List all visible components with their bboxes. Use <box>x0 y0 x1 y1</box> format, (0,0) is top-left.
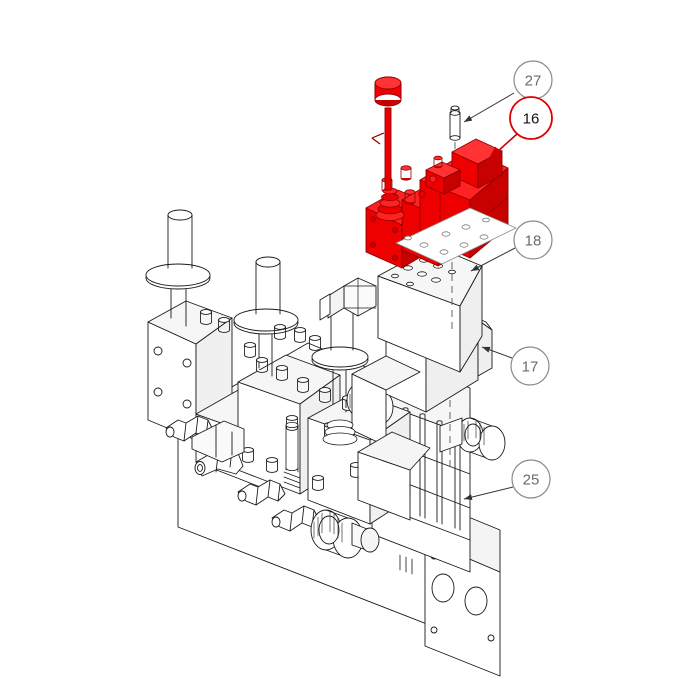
callout-16[interactable]: 16 <box>509 96 553 140</box>
leader-16 <box>487 133 518 161</box>
leader-27 <box>463 92 515 123</box>
control-lever-shaft[interactable] <box>384 107 392 191</box>
hex-fitting-18 <box>319 277 377 321</box>
control-lever-knob[interactable] <box>374 76 402 107</box>
knurled-connector-front <box>310 509 380 559</box>
callout-17[interactable]: 17 <box>510 346 550 386</box>
directional-control-valve[interactable] <box>365 76 517 269</box>
callout-16-label: 16 <box>523 111 540 128</box>
hose-fitting-5 <box>191 420 245 463</box>
callout-25[interactable]: 25 <box>511 459 551 499</box>
lever-detent-tab <box>371 132 385 145</box>
callout-17-circle[interactable] <box>510 346 550 386</box>
callout-18[interactable]: 18 <box>513 220 553 260</box>
sub-block-lower-mid <box>357 431 431 521</box>
hose-fitting-4 <box>271 505 320 532</box>
callout-27-label: 27 <box>525 73 542 90</box>
callout-27[interactable]: 27 <box>513 60 553 100</box>
callout-18-label: 18 <box>525 233 542 250</box>
leader-25 <box>463 486 514 501</box>
spring-stack <box>322 419 358 446</box>
callout-17-label: 17 <box>522 359 539 376</box>
knurled-connector-right <box>439 417 506 461</box>
valve-port-plug-group <box>381 155 443 205</box>
spring-column <box>283 421 301 489</box>
hose-fitting-group <box>165 415 320 532</box>
callout-25-circle[interactable] <box>511 459 551 499</box>
callout-16-circle[interactable] <box>509 96 553 140</box>
leader-18 <box>470 247 516 272</box>
leader-17 <box>481 346 513 359</box>
hose-fitting-3 <box>237 479 286 506</box>
valve-mounting-face <box>395 207 517 265</box>
callout-18-circle[interactable] <box>513 220 553 260</box>
callout-leaders <box>463 92 518 501</box>
callout-25-label: 25 <box>523 472 540 489</box>
valve-bank-assembly <box>145 209 506 677</box>
manifold-block-upper <box>319 245 483 373</box>
retaining-pin <box>449 105 461 141</box>
